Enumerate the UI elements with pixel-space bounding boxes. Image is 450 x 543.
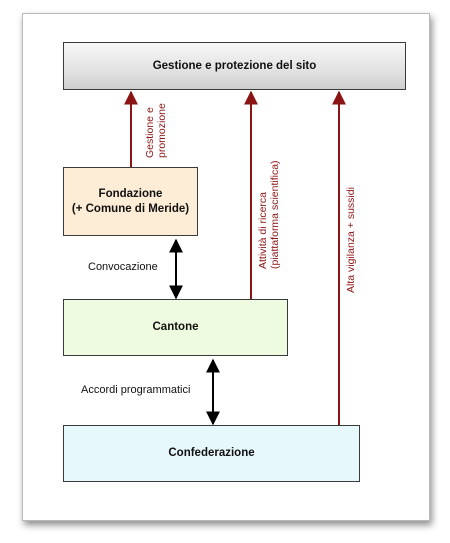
box-gestione-protezione: Gestione e protezione del sito [63,42,406,90]
label-convocazione: Convocazione [88,261,158,273]
box-cantone: Cantone [63,299,288,356]
box-confederazione: Confederazione [63,425,360,482]
label-accordi-programmatici: Accordi programmatici [81,384,191,396]
label-ricerca-line-1: Attività di ricerca [257,191,269,269]
label-gestione-promozione: Gestione e promozione [144,103,168,158]
box-cantone-label: Cantone [152,321,199,334]
fondazione-line-1: Fondazione [98,188,163,201]
box-confederazione-label: Confederazione [168,447,255,460]
label-gestione-line-2: promozione [156,103,168,158]
box-fondazione-label: Fondazione (+ Comune di Meride) [72,187,189,216]
label-attivita-ricerca: Attività di ricerca (piattaforma scienti… [257,160,281,269]
box-fondazione: Fondazione (+ Comune di Meride) [63,167,198,236]
box-gestione-protezione-label: Gestione e protezione del sito [152,59,317,72]
label-gestione-line-1: Gestione e [144,107,156,158]
connectors-layer [124,90,346,426]
label-vigilanza-text: Alta vigilanza + sussidi [345,187,357,293]
label-alta-vigilanza: Alta vigilanza + sussidi [345,187,357,293]
label-ricerca-line-2: (piattaforma scientifica) [269,160,281,269]
fondazione-line-2: (+ Comune di Meride) [71,202,190,215]
